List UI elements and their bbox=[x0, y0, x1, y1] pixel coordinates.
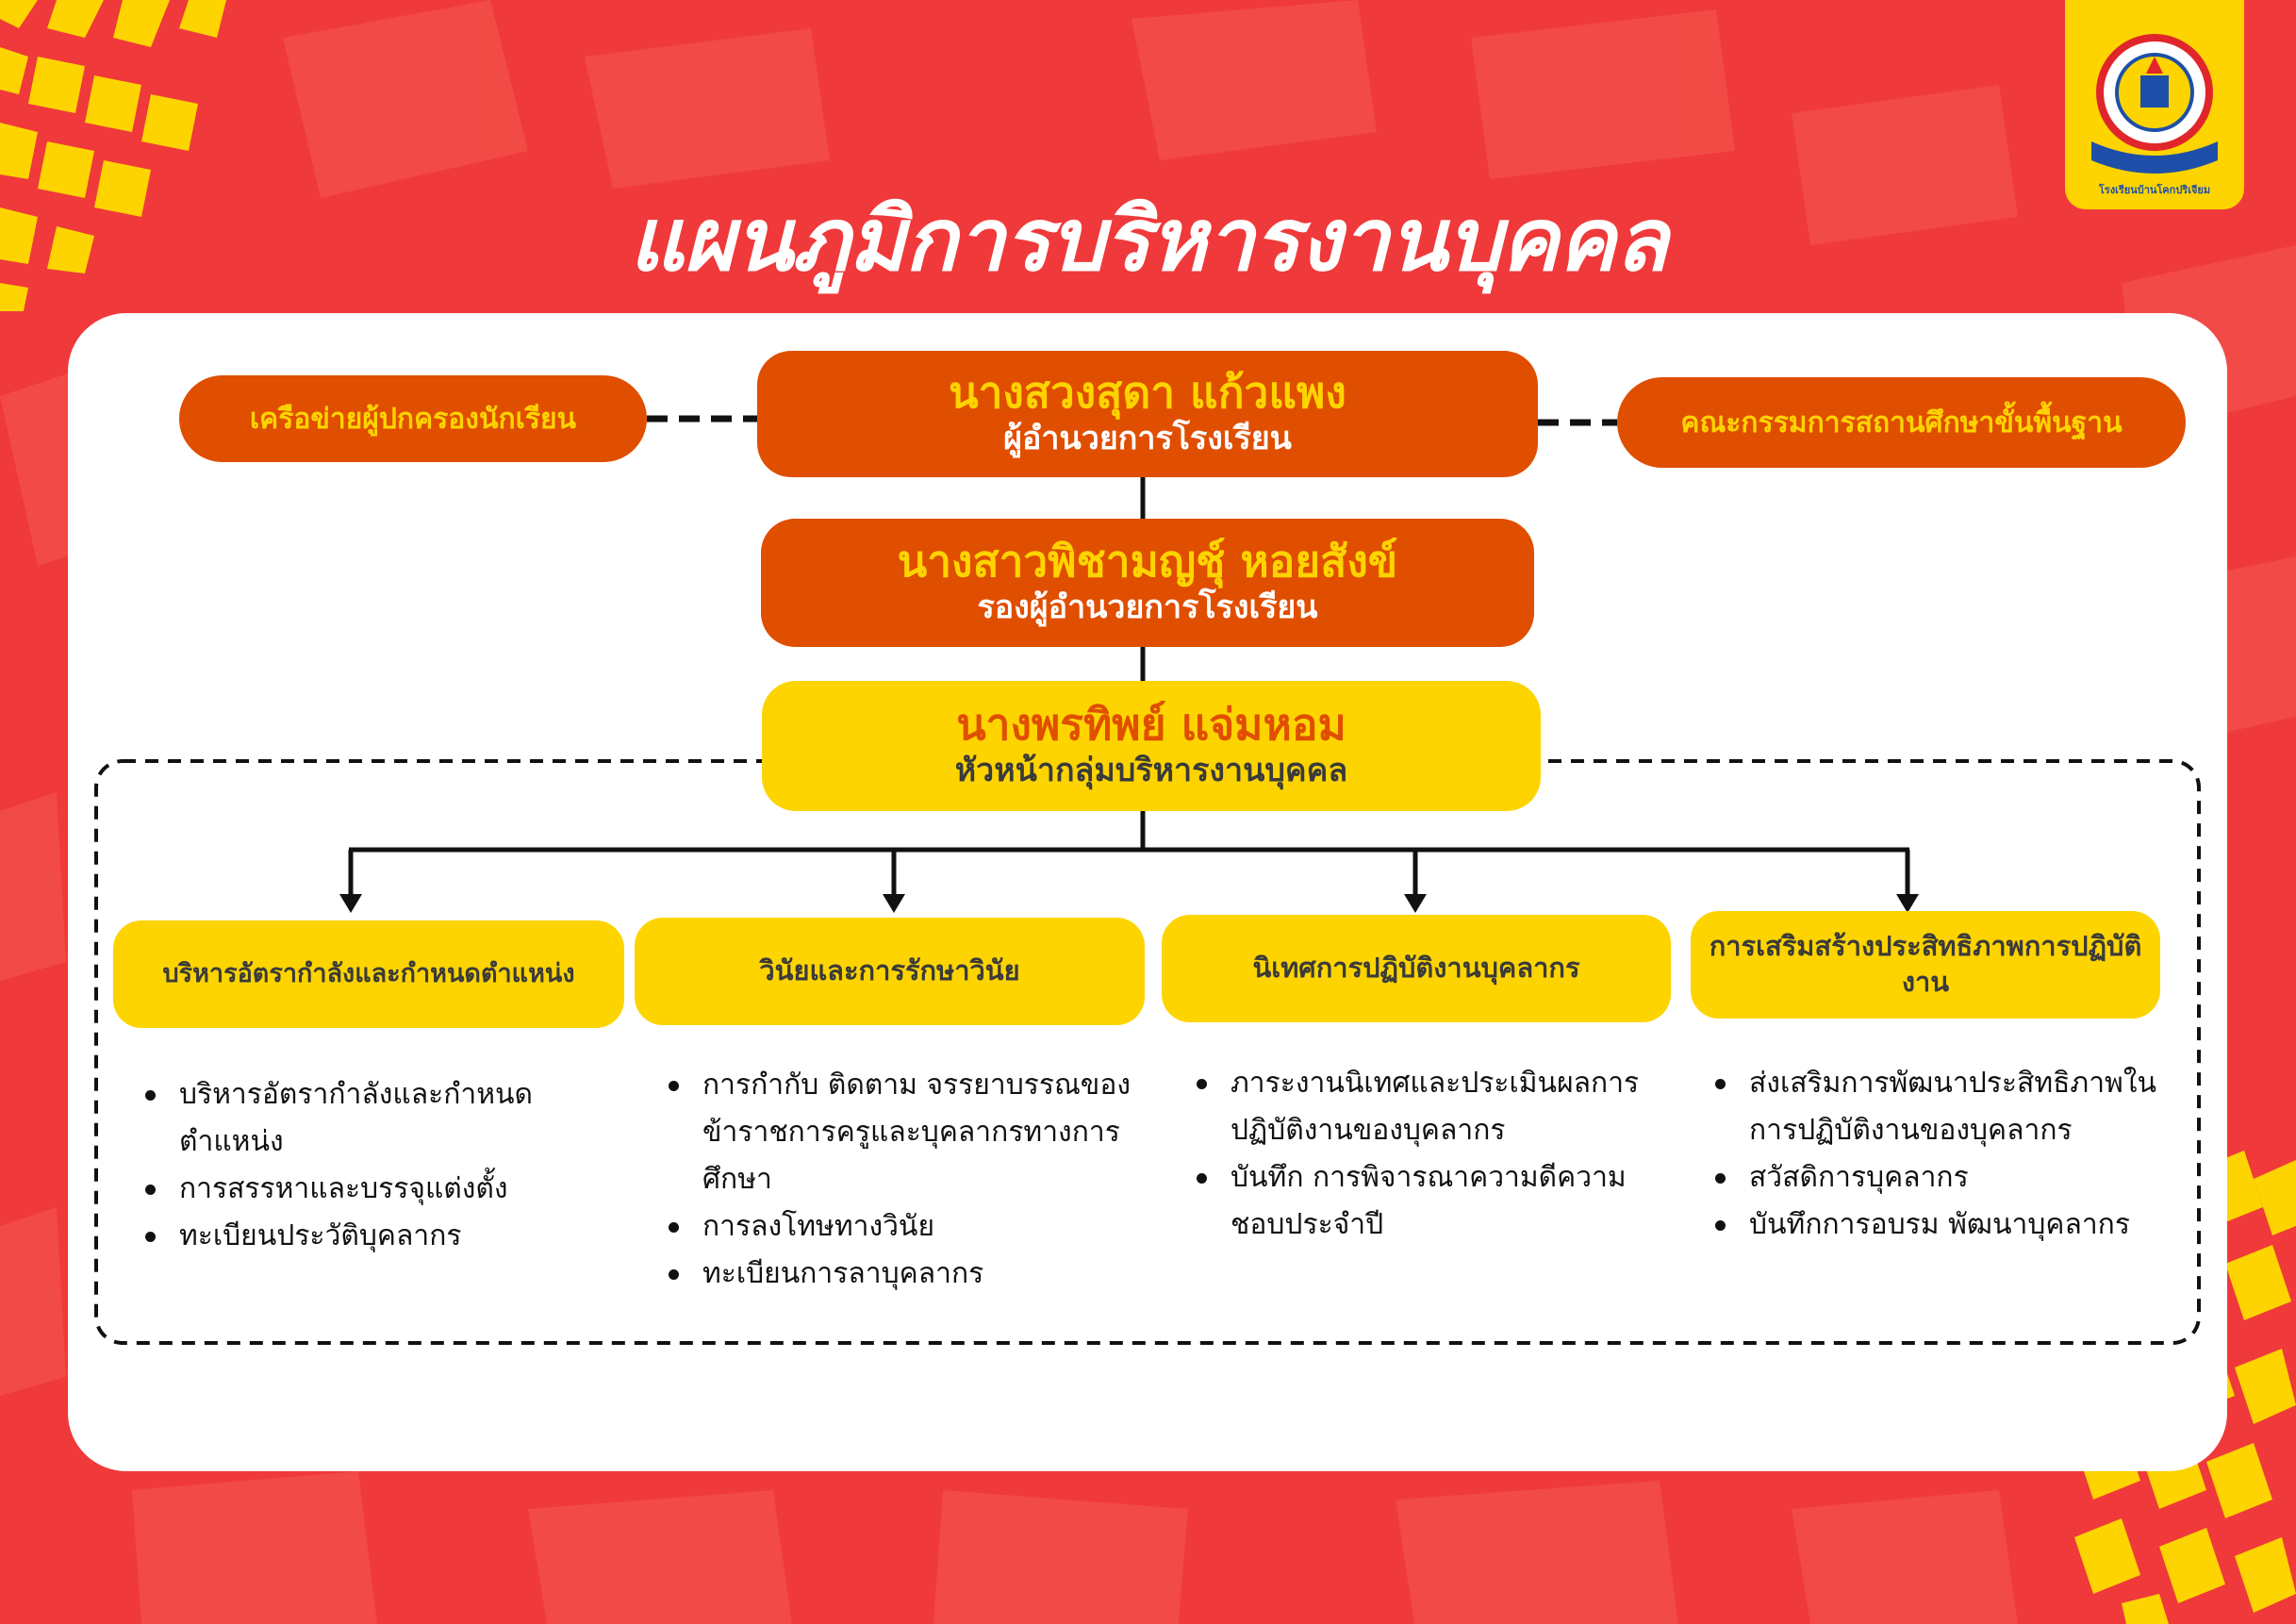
school-board-label: คณะกรรมการสถานศึกษาขั้นพื้นฐาน bbox=[1680, 406, 2123, 439]
list-item: บันทึกการอบรม พัฒนาบุคลากร bbox=[1715, 1201, 2181, 1249]
list-item: ส่งเสริมการพัฒนาประสิทธิภาพในการปฏิบัติง… bbox=[1715, 1060, 2181, 1154]
category-supervision-node: นิเทศการปฏิบัติงานบุคลากร bbox=[1162, 915, 1671, 1022]
workforce-duty-list: บริหารอัตรากำลังและกำหนดตำแหน่ง การสรรหา… bbox=[130, 1071, 602, 1260]
parent-network-label: เครือข่ายผู้ปกครองนักเรียน bbox=[249, 402, 577, 436]
page-title: แผนภูมิการบริหารงานบุคคล bbox=[628, 190, 1668, 290]
list-item: ทะเบียนการลาบุคลากร bbox=[669, 1251, 1134, 1298]
list-item: บันทึก การพิจารณาความดีความชอบประจำปี bbox=[1197, 1154, 1662, 1249]
list-item: การสรรหาและบรรจุแต่งตั้ง bbox=[145, 1166, 602, 1213]
head-node: นางพรทิพย์ แจ่มหอม หัวหน้ากลุ่มบริหารงาน… bbox=[762, 681, 1541, 811]
list-item: ภาระงานนิเทศและประเมินผลการปฏิบัติงานของ… bbox=[1197, 1060, 1662, 1154]
category-discipline-title: วินัยและการรักษาวินัย bbox=[759, 954, 1020, 987]
deputy-node: นางสาวพิชามญชุ์ หอยสังข์ รองผู้อำนวยการโ… bbox=[761, 519, 1534, 647]
school-board-node: คณะกรรมการสถานศึกษาขั้นพื้นฐาน bbox=[1617, 377, 2186, 468]
category-supervision-title: นิเทศการปฏิบัติงานบุคลากร bbox=[1252, 952, 1580, 985]
efficiency-duty-list: ส่งเสริมการพัฒนาประสิทธิภาพในการปฏิบัติง… bbox=[1700, 1060, 2181, 1249]
discipline-duty-list: การกำกับ ติดตาม จรรยาบรรณของข้าราชการครู… bbox=[653, 1062, 1134, 1298]
category-workforce-title: บริหารอัตรากำลังและกำหนดตำแหน่ง bbox=[162, 959, 575, 989]
category-discipline-node: วินัยและการรักษาวินัย bbox=[635, 918, 1145, 1025]
director-node: นางสวงสุดา แก้วแพง ผู้อำนวยการโรงเรียน bbox=[757, 351, 1538, 477]
branch-arrows bbox=[339, 850, 1919, 913]
supervision-duty-list: ภาระงานนิเทศและประเมินผลการปฏิบัติงานของ… bbox=[1181, 1060, 1662, 1249]
list-item: บริหารอัตรากำลังและกำหนดตำแหน่ง bbox=[145, 1071, 602, 1166]
school-name-text: โรงเรียนบ้านโคกปริเจียม bbox=[2098, 184, 2211, 196]
school-logo: โรงเรียนบ้านโคกปริเจียม bbox=[2065, 0, 2244, 209]
list-item: ทะเบียนประวัติบุคลากร bbox=[145, 1213, 602, 1260]
school-seal-icon bbox=[2091, 34, 2218, 174]
head-position: หัวหน้ากลุ่มบริหารงานบุคคล bbox=[954, 752, 1348, 790]
chart-card bbox=[68, 313, 2227, 1471]
category-workforce-node: บริหารอัตรากำลังและกำหนดตำแหน่ง bbox=[113, 920, 624, 1028]
category-efficiency-title: การเสริมสร้างประสิทธิภาพการปฏิบัติงาน bbox=[1709, 930, 2142, 998]
parent-network-node: เครือข่ายผู้ปกครองนักเรียน bbox=[179, 375, 647, 462]
list-item: สวัสดิการบุคลากร bbox=[1715, 1154, 2181, 1201]
list-item: การกำกับ ติดตาม จรรยาบรรณของข้าราชการครู… bbox=[669, 1062, 1134, 1203]
deputy-position: รองผู้อำนวยการโรงเรียน bbox=[977, 588, 1318, 627]
deputy-name: นางสาวพิชามญชุ์ หอยสังข์ bbox=[897, 536, 1398, 588]
director-name: นางสวงสุดา แก้วแพง bbox=[949, 367, 1346, 419]
head-name: นางพรทิพย์ แจ่มหอม bbox=[956, 699, 1346, 751]
list-item: การลงโทษทางวินัย bbox=[669, 1203, 1134, 1251]
category-efficiency-node: การเสริมสร้างประสิทธิภาพการปฏิบัติงาน bbox=[1691, 911, 2160, 1019]
director-position: ผู้อำนวยการโรงเรียน bbox=[1003, 420, 1292, 458]
